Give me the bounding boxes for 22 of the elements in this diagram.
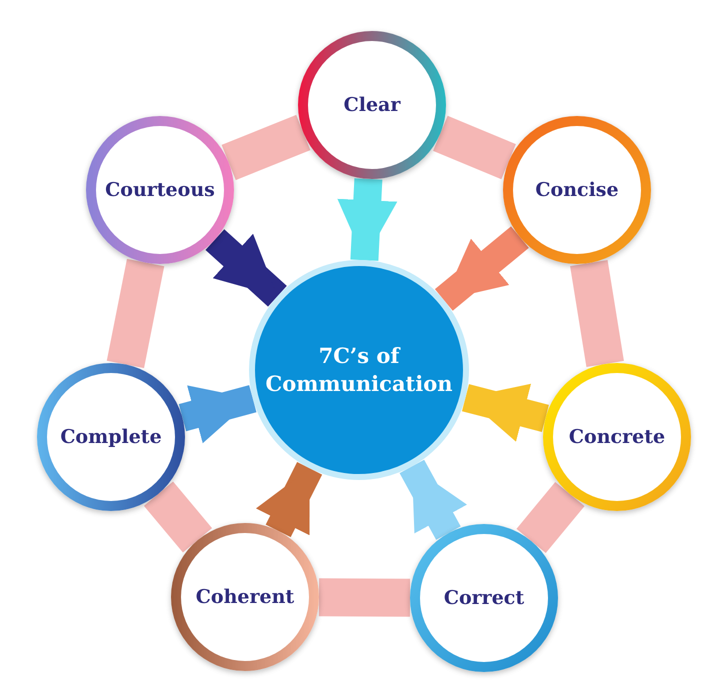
connector-band bbox=[106, 258, 164, 368]
node-label: Concise bbox=[535, 179, 619, 201]
connector-band bbox=[222, 114, 310, 180]
arrow bbox=[462, 384, 549, 442]
node-label: Correct bbox=[444, 587, 524, 609]
arrow bbox=[205, 229, 287, 307]
connector-band bbox=[433, 116, 516, 180]
node-label: 7C’s of Communication bbox=[264, 342, 454, 398]
node-label: Complete bbox=[60, 426, 162, 448]
connector-band bbox=[144, 482, 212, 552]
arrow bbox=[178, 385, 256, 444]
arrow bbox=[400, 460, 468, 540]
connector-band bbox=[318, 578, 410, 617]
arrow bbox=[337, 178, 398, 261]
arrow bbox=[434, 226, 529, 311]
arrow bbox=[256, 462, 322, 538]
node-label: Courteous bbox=[105, 179, 215, 201]
connector-band bbox=[570, 260, 624, 367]
node-label: Clear bbox=[344, 94, 400, 116]
node-label: Concrete bbox=[568, 426, 666, 448]
connector-band bbox=[516, 482, 585, 554]
node-label: Coherent bbox=[196, 586, 294, 608]
